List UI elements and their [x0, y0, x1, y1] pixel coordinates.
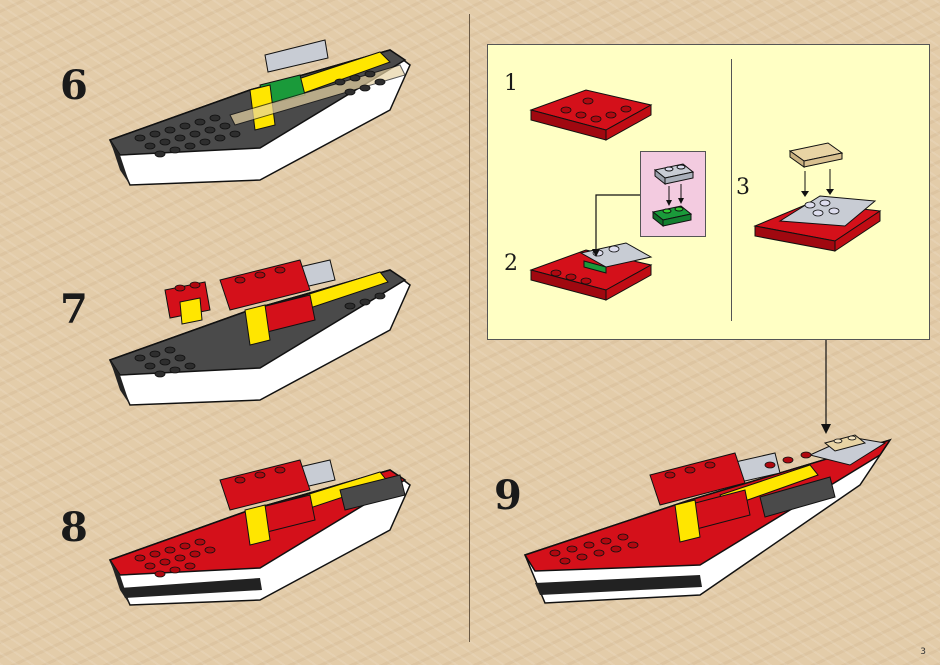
sub-step-3-part: [750, 141, 920, 261]
boat-step-9: [520, 425, 900, 625]
page-number: 3: [920, 647, 926, 657]
sub-assembly-callout: 1 2 3: [487, 44, 930, 340]
step-number-6: 6: [60, 66, 88, 106]
page-divider: [469, 14, 470, 642]
boat-step-6: [100, 30, 430, 200]
boat-step-7: [100, 250, 430, 420]
boat-step-8: [100, 450, 430, 620]
step-number-8: 8: [60, 508, 88, 548]
step-number-9: 9: [494, 476, 522, 516]
step-number-7: 7: [60, 290, 88, 330]
